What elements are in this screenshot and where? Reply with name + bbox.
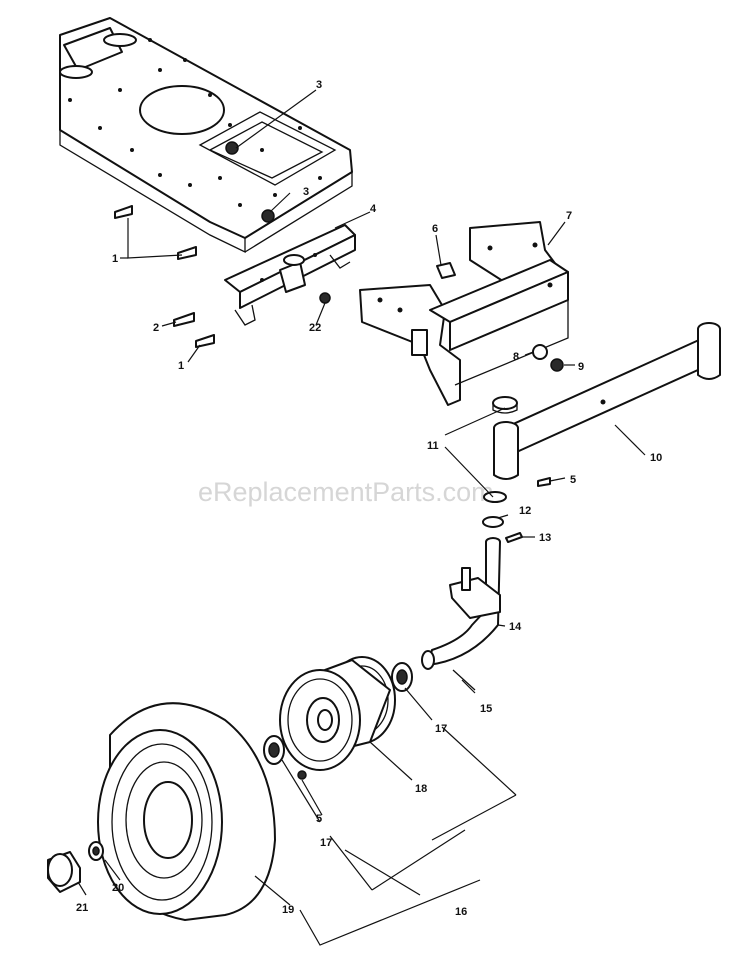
callout-11: 11 [427, 440, 439, 452]
frame [59, 17, 353, 254]
callout-9: 9 [578, 361, 584, 373]
callout-20: 20 [112, 882, 124, 894]
front-axle [492, 322, 721, 480]
callout-12: 12 [519, 505, 531, 517]
callout-19: 19 [282, 904, 294, 916]
wheel-rim [263, 656, 413, 771]
callout-5: 5 [570, 474, 576, 486]
callout-1: 1 [178, 360, 184, 372]
callout-14: 14 [509, 621, 522, 633]
callout-18: 18 [415, 783, 427, 795]
callout-1: 1 [112, 253, 118, 265]
callout-4: 4 [370, 203, 377, 215]
hardware [47, 141, 564, 893]
callout-17: 17 [435, 723, 447, 735]
callout-17: 17 [320, 837, 332, 849]
callout-5: 5 [316, 813, 322, 825]
pivot-bracket [224, 224, 356, 326]
callout-22: 22 [309, 322, 321, 334]
callout-7: 7 [566, 210, 572, 222]
callout-8: 8 [513, 351, 519, 363]
tire [97, 702, 276, 921]
callout-21: 21 [76, 902, 88, 914]
callouts: 3 3 4 1 2 1 22 6 7 8 9 11 10 5 12 13 14 … [76, 79, 662, 918]
callout-3: 3 [316, 79, 322, 91]
watermark: eReplacementParts.com [198, 477, 494, 507]
leader-lines [77, 89, 646, 946]
callout-15: 15 [480, 703, 492, 715]
callout-3: 3 [303, 186, 309, 198]
callout-6: 6 [432, 223, 438, 235]
axle-support-bracket [359, 221, 569, 406]
callout-2: 2 [153, 322, 159, 334]
callout-10: 10 [650, 452, 662, 464]
callout-16: 16 [455, 906, 467, 918]
spindle [421, 491, 507, 670]
callout-13: 13 [539, 532, 551, 544]
